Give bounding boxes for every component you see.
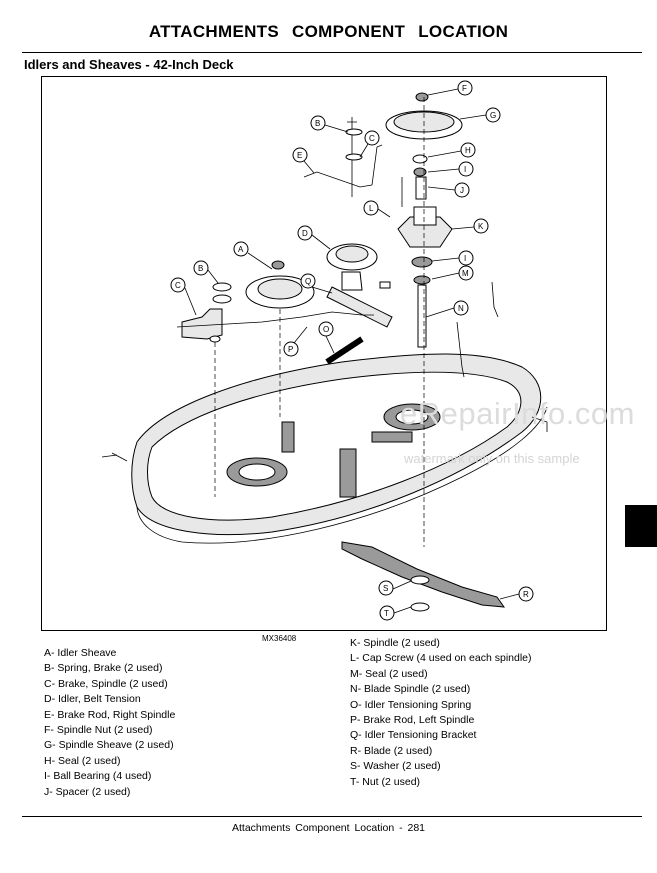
legend-item: S- Washer (2 used) [350, 760, 441, 773]
callout-p: P [283, 341, 299, 357]
blade [341, 541, 506, 612]
callout-g: G [485, 107, 501, 123]
callout-j: J [454, 182, 470, 198]
svg-text:T: T [384, 609, 389, 618]
callout-h: H [460, 142, 476, 158]
exploded-diagram: A B B C C D E F G H I I J K L M N O P Q … [41, 76, 607, 631]
watermark: eRepairInfo.com [400, 396, 635, 431]
legend-item: A- Idler Sheave [44, 647, 117, 659]
svg-text:D: D [302, 229, 308, 238]
watermark-subtext: watermark only on this sample [404, 451, 580, 466]
legend-item: C- Brake, Spindle (2 used) [44, 677, 168, 690]
svg-text:F: F [462, 84, 467, 93]
legend-left: A- Idler Sheave B- Spring, Brake (2 used… [44, 646, 175, 800]
legend-item: R- Blade (2 used) [350, 744, 433, 757]
section-tab [625, 505, 657, 547]
svg-text:O: O [323, 325, 329, 334]
svg-text:Q: Q [305, 277, 311, 286]
legend-item: O- Idler Tensioning Spring [350, 698, 472, 711]
right-spindle-assembly [385, 92, 463, 547]
legend-item: L- Cap Screw (4 used on each spindle) [350, 652, 532, 665]
callout-s: S [378, 580, 394, 596]
callout-b-right: B [310, 115, 326, 131]
leader-lines [184, 88, 520, 614]
title-divider [22, 52, 642, 53]
svg-text:G: G [490, 111, 496, 120]
center-idler-assembly [303, 117, 393, 328]
figure-id: MX36408 [262, 634, 297, 643]
legend-item: Q- Idler Tensioning Bracket [350, 729, 477, 742]
callout-n: N [453, 300, 469, 316]
callout-b-left: B [193, 260, 209, 276]
svg-text:I: I [464, 165, 466, 174]
svg-text:C: C [369, 134, 375, 143]
footer-divider [22, 816, 642, 817]
svg-text:B: B [315, 119, 320, 128]
callout-l: L [363, 200, 379, 216]
legend-item: N- Blade Spindle (2 used) [350, 683, 471, 696]
callout-k: K [473, 218, 489, 234]
legend-item: M- Seal (2 used) [350, 667, 428, 680]
svg-text:E: E [297, 151, 302, 160]
svg-text:K: K [478, 222, 484, 231]
left-idler-assembly [176, 260, 374, 497]
tensioning-spring [325, 336, 364, 365]
svg-text:S: S [383, 584, 388, 593]
callout-f: F [457, 80, 473, 96]
callout-r: R [518, 586, 534, 602]
callout-q: Q [300, 273, 316, 289]
svg-text:N: N [458, 304, 464, 313]
legend-item: I- Ball Bearing (4 used) [44, 770, 152, 783]
callout-m: M [458, 265, 474, 281]
callout-d: D [297, 225, 313, 241]
callout-a: A [233, 241, 249, 257]
svg-text:B: B [198, 264, 203, 273]
svg-text:H: H [465, 146, 471, 155]
legend-item: T- Nut (2 used) [350, 775, 421, 788]
callout-o: O [318, 321, 334, 337]
svg-text:M: M [462, 269, 469, 278]
svg-text:R: R [523, 590, 529, 599]
svg-text:P: P [288, 345, 293, 354]
legend-item: P- Brake Rod, Left Spindle [350, 714, 475, 727]
legend-item: D- Idler, Belt Tension [44, 693, 141, 706]
svg-text:L: L [369, 204, 374, 213]
callout-i-bottom: I [458, 250, 474, 266]
callout-i-top: I [458, 161, 474, 177]
legend-item: E- Brake Rod, Right Spindle [44, 708, 176, 721]
callout-e: E [292, 147, 308, 163]
legend-item: K- Spindle (2 used) [350, 637, 440, 649]
legend-item: G- Spindle Sheave (2 used) [44, 739, 174, 752]
legend-item: B- Spring, Brake (2 used) [44, 662, 163, 675]
right-brake-rods [456, 281, 499, 378]
svg-text:J: J [460, 186, 464, 195]
callout-c-left: C [170, 277, 186, 293]
page-title: ATTACHMENTS COMPONENT LOCATION [148, 22, 509, 41]
legend-item: F- Spindle Nut (2 used) [44, 724, 153, 737]
svg-text:A: A [238, 245, 244, 254]
legend-right: K- Spindle (2 used) L- Cap Screw (4 used… [350, 636, 532, 790]
callout-c-right: C [364, 130, 380, 146]
mower-deck [101, 353, 548, 544]
legend-item: J- Spacer (2 used) [44, 785, 131, 798]
callout-t: T [379, 605, 395, 621]
legend-item: H- Seal (2 used) [44, 754, 121, 767]
section-title: Idlers and Sheaves - 42-Inch Deck [24, 57, 234, 72]
svg-text:I: I [464, 254, 466, 263]
svg-text:C: C [175, 281, 181, 290]
page-footer: Attachments Component Location - 281 [231, 822, 426, 834]
